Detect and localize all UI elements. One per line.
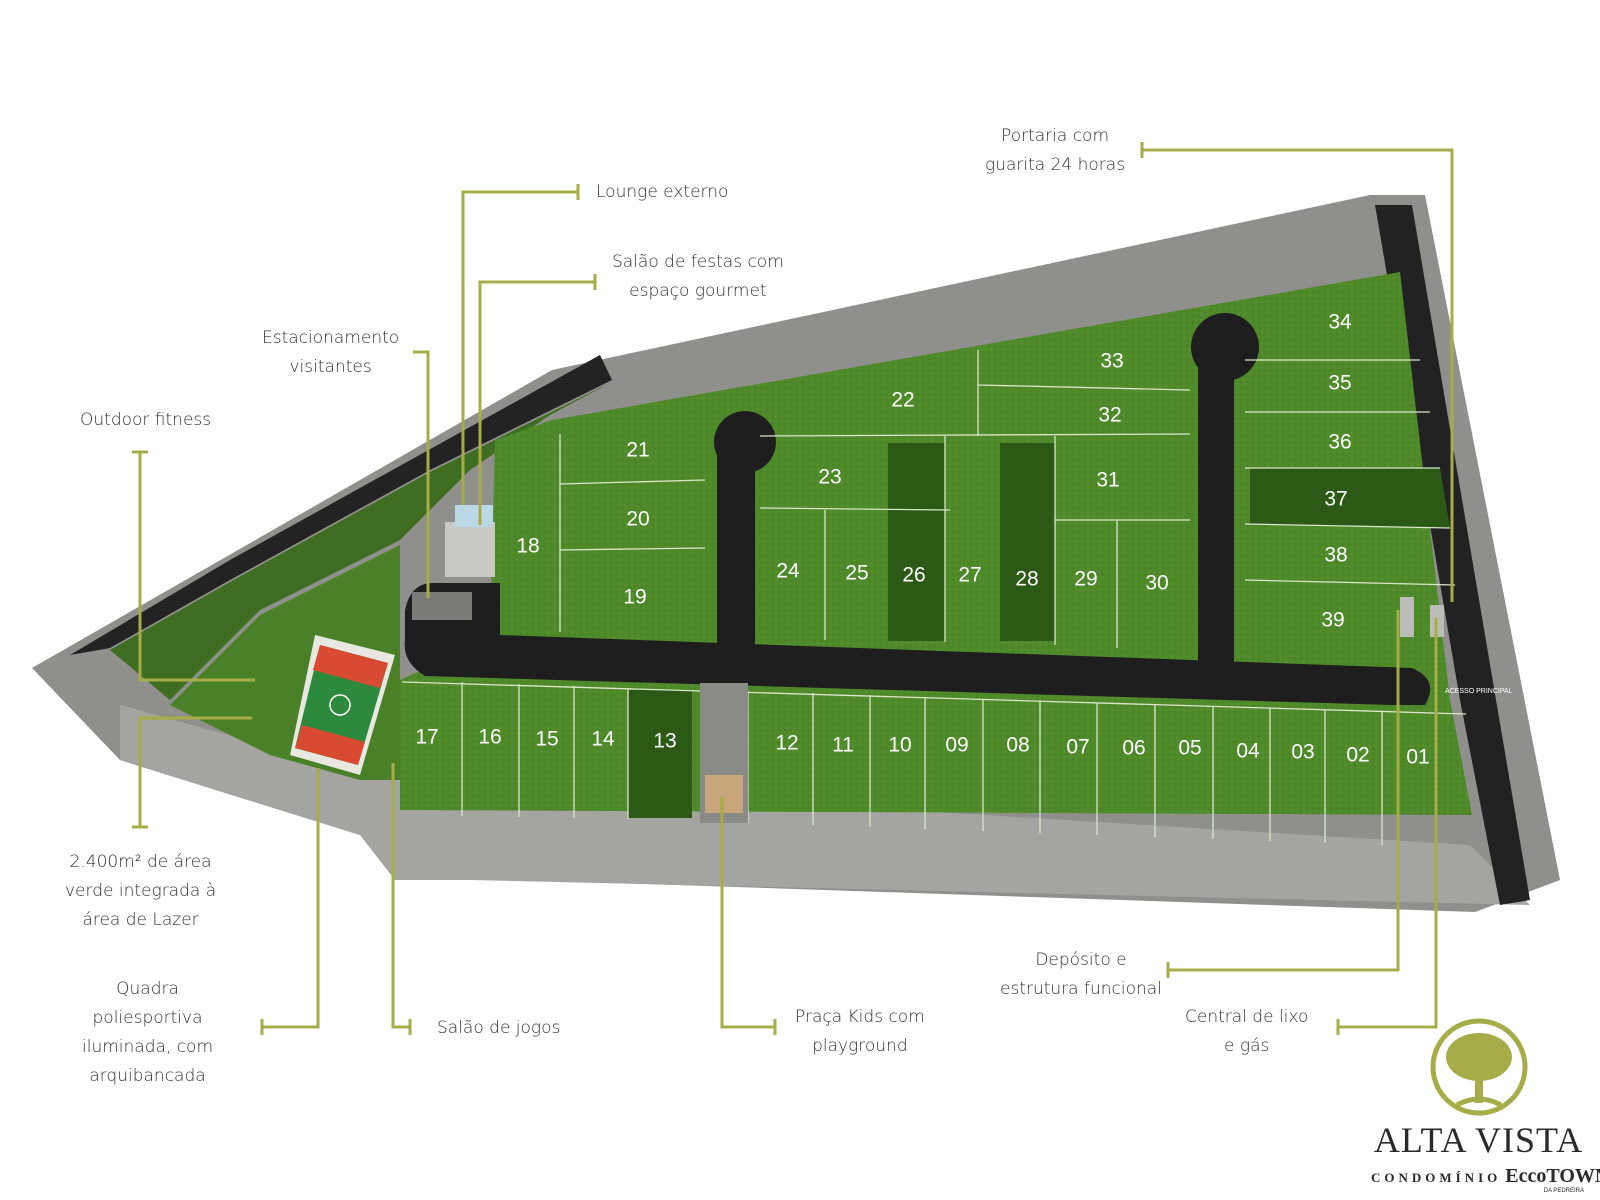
lot-29-label: 29 bbox=[1074, 568, 1097, 591]
lot-22-label: 22 bbox=[891, 389, 914, 412]
lot-26-shade bbox=[888, 443, 945, 641]
lot-14-label: 14 bbox=[591, 728, 615, 751]
callout-quadra-poliesportiva: Quadra poliesportiva iluminada, com arqu… bbox=[82, 979, 214, 1086]
callout-salao-de-festas: Salão de festas com espaço gourmet bbox=[612, 252, 784, 301]
lot-26-label: 26 bbox=[902, 564, 925, 587]
lot-02-label: 02 bbox=[1346, 744, 1369, 767]
callout-area-verde: 2.400m² de área verde integrada à área d… bbox=[65, 852, 217, 930]
sports-court bbox=[290, 635, 395, 775]
lot-32-label: 32 bbox=[1098, 404, 1121, 427]
green-buffer bbox=[110, 382, 612, 700]
brand-condominio: CONDOMÍNIO bbox=[1371, 1170, 1502, 1185]
highway-strip bbox=[70, 355, 612, 655]
lot-16-label: 16 bbox=[478, 726, 501, 749]
access-label: ACESSO PRINCIPAL bbox=[1445, 688, 1513, 695]
lot-06-label: 06 bbox=[1122, 737, 1145, 760]
callout-estacionamento-visitantes: Estacionamento visitantes bbox=[262, 328, 400, 377]
callout-salao-de-jogos: Salão de jogos bbox=[437, 1018, 561, 1038]
lot-12-label: 12 bbox=[775, 732, 798, 755]
lot-25-label: 25 bbox=[845, 562, 868, 585]
lot-13-label: 13 bbox=[653, 730, 676, 753]
callout-deposito: Depósito e estrutura funcional bbox=[1000, 950, 1162, 999]
callout-praca-kids: Praça Kids com playground bbox=[795, 1007, 925, 1056]
lot-33-label: 33 bbox=[1100, 350, 1123, 373]
lot-38-label: 38 bbox=[1324, 544, 1347, 567]
lot-11-label: 11 bbox=[832, 734, 854, 757]
lot-08-label: 08 bbox=[1006, 734, 1029, 757]
lot-05-label: 05 bbox=[1178, 737, 1201, 760]
internal-roads bbox=[404, 313, 1431, 705]
lot-27-label: 27 bbox=[958, 564, 981, 587]
lot-28-label: 28 bbox=[1015, 568, 1038, 591]
bottom-sidewalk bbox=[120, 705, 1530, 905]
lot-28-shade bbox=[1000, 443, 1055, 641]
brand-developer-note: DA PEDREIRA bbox=[1543, 1188, 1584, 1194]
lot-15-label: 15 bbox=[535, 728, 558, 751]
clubhouse bbox=[412, 505, 495, 620]
lot-31-label: 31 bbox=[1096, 469, 1119, 492]
tree-icon bbox=[1430, 1018, 1527, 1116]
callout-portaria: Portaria com guarita 24 horas bbox=[985, 126, 1126, 175]
lot-20-label: 20 bbox=[626, 508, 649, 531]
lot-34-label: 34 bbox=[1328, 311, 1352, 334]
lot-13-shade bbox=[628, 690, 692, 818]
lot-37-label: 37 bbox=[1324, 488, 1347, 511]
lot-04-label: 04 bbox=[1236, 740, 1260, 763]
lot-18-label: 18 bbox=[516, 535, 539, 558]
brand-developer: EccoTOWN bbox=[1505, 1165, 1600, 1187]
callout-outdoor-fitness: Outdoor fitness bbox=[80, 410, 212, 430]
lot-21-label: 21 bbox=[626, 439, 649, 462]
lot-35-label: 35 bbox=[1328, 372, 1351, 395]
lot-09-label: 09 bbox=[945, 734, 968, 757]
lot-36-label: 36 bbox=[1328, 431, 1351, 454]
lot-30-label: 30 bbox=[1145, 572, 1168, 595]
lot-24-label: 24 bbox=[776, 560, 800, 583]
callout-lounge-externo: Lounge externo bbox=[596, 182, 729, 202]
brand-name: ALTA VISTA bbox=[1373, 1120, 1584, 1160]
lot-19-label: 19 bbox=[623, 586, 646, 609]
lot-grid bbox=[401, 350, 1467, 845]
lot-39-label: 39 bbox=[1321, 609, 1344, 632]
callout-lines bbox=[132, 142, 1454, 1035]
lot-01-label: 01 bbox=[1406, 746, 1429, 769]
playground bbox=[700, 683, 748, 823]
lot-23-label: 23 bbox=[818, 466, 841, 489]
lot-17-label: 17 bbox=[415, 726, 438, 749]
callout-central-de-lixo: Central de lixo e gás bbox=[1185, 1007, 1309, 1056]
lot-10-label: 10 bbox=[888, 734, 911, 757]
lot-labels: 17 16 15 14 13 12 11 10 09 08 07 06 05 04 03 02 01 18 21 20… bbox=[415, 311, 1429, 769]
lot-03-label: 03 bbox=[1291, 741, 1314, 764]
lot-37-shade bbox=[1250, 468, 1450, 528]
lot-07-label: 07 bbox=[1066, 736, 1089, 759]
